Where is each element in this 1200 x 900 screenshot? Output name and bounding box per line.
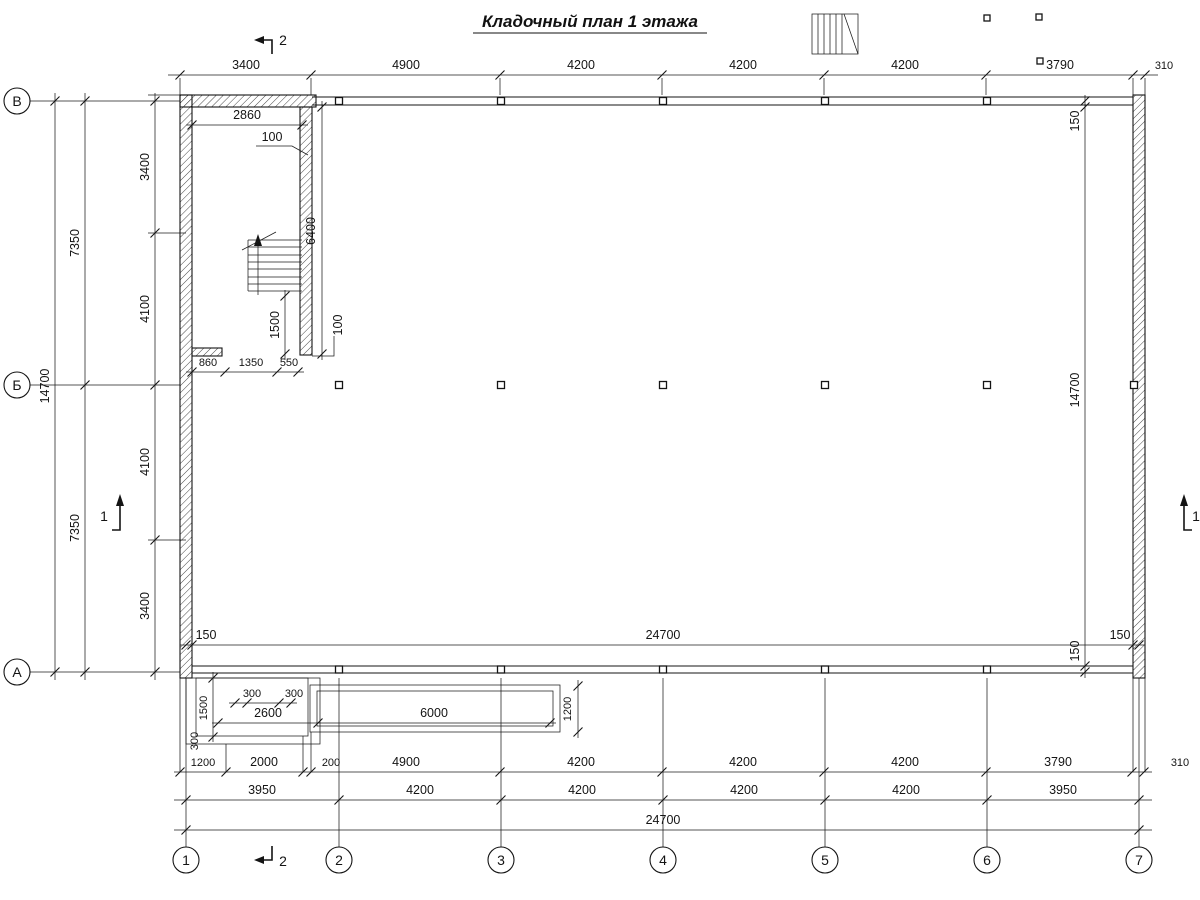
- dim-left: 7350: [68, 229, 82, 257]
- dim-top: 4900: [392, 58, 420, 72]
- dim-door-offset: 100: [262, 130, 283, 144]
- stair-partition-wall: [299, 106, 313, 356]
- walls: [179, 94, 1146, 679]
- dim-stair-width: 2860: [233, 108, 261, 122]
- dim-bottom1: 4200: [891, 755, 919, 769]
- dim-inner-right: 150: [1068, 641, 1082, 662]
- dim-bottom1: 4900: [392, 755, 420, 769]
- dim-stair-flight: 1500: [268, 311, 282, 339]
- dim-top: 310: [1155, 60, 1173, 72]
- row-axis-label: В: [12, 93, 21, 109]
- staircase-plan: [241, 231, 302, 295]
- col-axis-label: 4: [659, 852, 667, 868]
- dim-porch-offset: 300: [243, 688, 261, 700]
- dim-platform-width: 6000: [420, 706, 448, 720]
- dim-bottom2: 3950: [248, 783, 276, 797]
- section-mark-bottom-label: 2: [279, 853, 287, 869]
- top-wall-masonry: [179, 94, 317, 108]
- porch-inner-outline: [195, 677, 309, 737]
- dim-opening: 860: [199, 357, 217, 369]
- dim-left-inner: 4100: [138, 448, 152, 476]
- dim-top: 4200: [891, 58, 919, 72]
- dim-bottom2: 4200: [568, 783, 596, 797]
- dim-bottom1: 4200: [567, 755, 595, 769]
- dim-inner-bottom: 24700: [646, 628, 681, 642]
- dim-top: 4200: [729, 58, 757, 72]
- dim-top: 4200: [567, 58, 595, 72]
- dim-bottom2: 4200: [406, 783, 434, 797]
- platform-outline: [309, 684, 561, 733]
- section-marks: 2 2 1 1: [100, 32, 1200, 869]
- row-axis-label: А: [12, 664, 22, 680]
- section-mark-left-label: 1: [100, 508, 108, 524]
- dim-bottom2: 3950: [1049, 783, 1077, 797]
- dim-left-inner: 4100: [138, 295, 152, 323]
- dim-bottom1: 310: [1171, 757, 1189, 769]
- dim-porch-step: 300: [189, 732, 201, 750]
- dim-bottom1: 2000: [250, 755, 278, 769]
- dim-opening: 1350: [239, 357, 263, 369]
- platform-inner-outline: [316, 690, 554, 727]
- dim-porch-offset: 300: [285, 688, 303, 700]
- dim-inner-bottom: 150: [1110, 628, 1131, 642]
- dim-bottom2: 4200: [892, 783, 920, 797]
- columns: [334, 13, 1139, 674]
- partition-stub: [191, 347, 223, 357]
- axis-bubbles: В Б А 1 2 3 4 5 6 7: [3, 87, 1153, 874]
- dimension-ticks: [49, 69, 1151, 836]
- col-axis-label: 2: [335, 852, 343, 868]
- col-axis-label: 6: [983, 852, 991, 868]
- dim-bottom3: 24700: [646, 813, 681, 827]
- dim-bottom1: 4200: [729, 755, 757, 769]
- dim-inner-bottom: 150: [196, 628, 217, 642]
- dim-bottom2: 4200: [730, 783, 758, 797]
- dim-bottom1: 3790: [1044, 755, 1072, 769]
- stair-break-line: [241, 231, 277, 251]
- dim-bottom1: 1200: [191, 757, 215, 769]
- dim-top: 3400: [232, 58, 260, 72]
- col-axis-label: 7: [1135, 852, 1143, 868]
- row-axis-label: Б: [12, 377, 21, 393]
- section-mark-right-label: 1: [1192, 508, 1200, 524]
- left-wall: [179, 94, 193, 679]
- dim-left-total: 14700: [38, 369, 52, 404]
- dim-opening: 550: [280, 357, 298, 369]
- dim-left-inner: 3400: [138, 592, 152, 620]
- dim-left: 7350: [68, 514, 82, 542]
- extension-lines: [30, 74, 1158, 847]
- section-mark-top-label: 2: [279, 32, 287, 48]
- stair-section-icon: [811, 13, 859, 55]
- col-axis-label: 3: [497, 852, 505, 868]
- dim-inner-right: 150: [1068, 111, 1082, 132]
- dim-bottom1: 200: [322, 757, 340, 769]
- entrance-porch: [185, 677, 561, 745]
- dim-porch-depth: 1500: [198, 696, 210, 720]
- dim-stair-depth: 6400: [304, 217, 318, 245]
- col-axis-label: 5: [821, 852, 829, 868]
- dimension-labels: 3400 4900 4200 4200 4200 3790 310 14700 …: [38, 58, 1189, 827]
- col-axis-label: 1: [182, 852, 190, 868]
- drawing-title: Кладочный план 1 этажа: [482, 12, 698, 31]
- dim-platform-depth: 1200: [562, 697, 574, 721]
- dim-partition-thk: 100: [331, 315, 345, 336]
- dim-inner-right: 14700: [1068, 373, 1082, 408]
- dim-left-inner: 3400: [138, 153, 152, 181]
- dim-porch-width: 2600: [254, 706, 282, 720]
- dim-top: 3790: [1046, 58, 1074, 72]
